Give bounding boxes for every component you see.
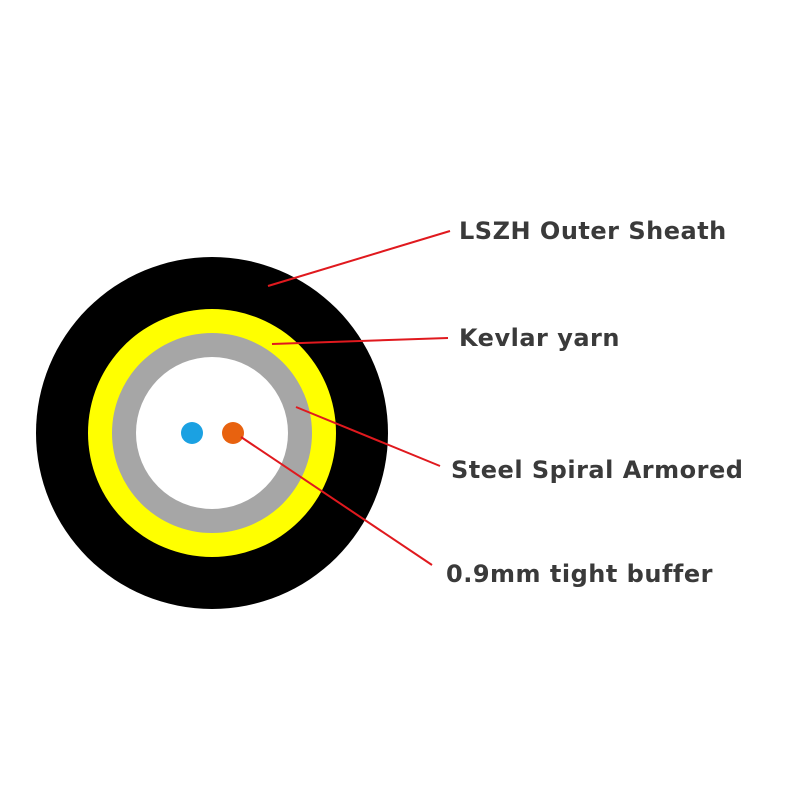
leader-line-kevlar [271, 337, 449, 345]
label-steel-spiral-armored: Steel Spiral Armored [451, 456, 743, 484]
fiber-blue [181, 422, 203, 444]
core-area [136, 357, 288, 509]
leader-line-armor [295, 406, 441, 467]
fiber-orange [222, 422, 244, 444]
label-outer-sheath: LSZH Outer Sheath [459, 217, 727, 245]
leader-line-outer-sheath [267, 230, 451, 287]
label-tight-buffer: 0.9mm tight buffer [446, 560, 713, 588]
leader-line-buffer [240, 436, 433, 566]
label-kevlar-yarn: Kevlar yarn [459, 324, 620, 352]
